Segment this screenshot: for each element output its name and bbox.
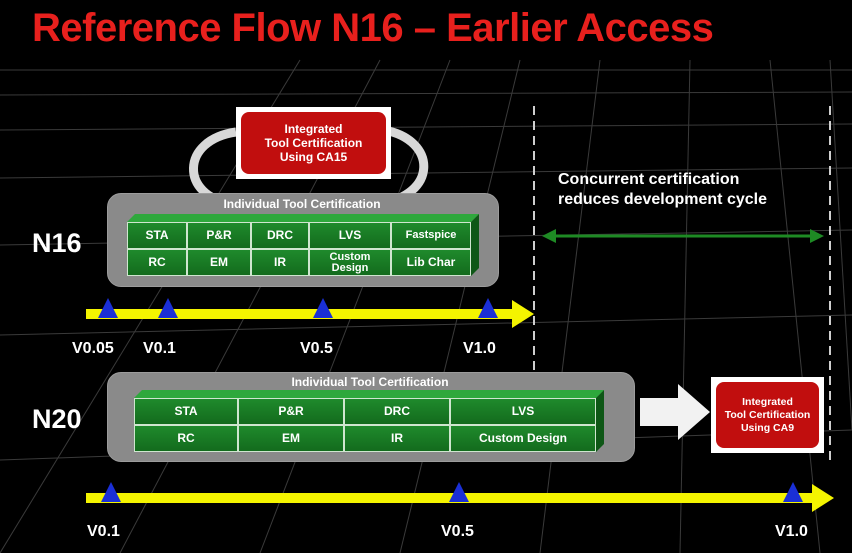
- n20-marker-v05: [449, 482, 469, 502]
- n20-tool-ir: IR: [344, 425, 450, 452]
- n20-label: N20: [32, 404, 82, 434]
- n16-marker-v05: [313, 298, 333, 318]
- n20-tool-drc: DRC: [344, 398, 450, 425]
- n16-marker-v005: [98, 298, 118, 318]
- n20-tool-custom-design: Custom Design: [450, 425, 596, 452]
- n20-tool-pr: P&R: [238, 398, 344, 425]
- n20-integrated-card: Integrated Tool Certification Using CA9: [711, 377, 824, 453]
- n16-tool-rc: RC: [127, 249, 187, 276]
- n16-tool-drc: DRC: [251, 222, 309, 249]
- n16-timeline: [86, 298, 534, 328]
- n16-integrated-line-3: Using CA15: [279, 150, 348, 164]
- n16-marker-v01: [158, 298, 178, 318]
- n16-version-v01: V0.1: [143, 340, 176, 357]
- n16-tool-sta: STA: [127, 222, 187, 249]
- n16-integrated-box: Integrated Tool Certification Using CA15: [241, 112, 386, 174]
- concurrent-note: Concurrent certification reduces develop…: [558, 170, 767, 210]
- n16-integrated-line-1: Integrated: [284, 122, 343, 136]
- n16-panel-caption: Individual Tool Certification: [223, 197, 381, 211]
- n16-integrated-line-2: Tool Certification: [264, 136, 363, 150]
- n20-grid-depth: [134, 390, 604, 452]
- n16-tool-lib-char: Lib Char: [391, 249, 471, 276]
- note-line-1: Concurrent certification: [558, 171, 740, 188]
- n20-flow-arrow-icon: [640, 384, 710, 440]
- n16-tool-grid: STA P&R DRC LVS Fastspice RC EM IR Custo…: [127, 222, 471, 276]
- n16-marker-v10: [478, 298, 498, 318]
- n16-tool-custom-design: Custom Design: [309, 249, 391, 276]
- n16-tool-pr: P&R: [187, 222, 251, 249]
- n20-marker-v01: [101, 482, 121, 502]
- n20-integrated-box: Integrated Tool Certification Using CA9: [716, 382, 819, 448]
- n20-integrated-line-3: Using CA9: [740, 421, 795, 434]
- n20-timeline: [86, 482, 834, 512]
- n16-tool-lvs: LVS: [309, 222, 391, 249]
- n16-label: N16: [32, 228, 82, 258]
- n16-tool-em: EM: [187, 249, 251, 276]
- n20-version-v10: V1.0: [775, 523, 808, 540]
- note-line-2: reduces development cycle: [558, 191, 767, 208]
- slide-title: Reference Flow N16 – Earlier Access: [32, 6, 714, 50]
- n16-version-v05: V0.5: [300, 340, 333, 357]
- n16-timeline-arrowhead: [512, 300, 534, 328]
- n20-version-v01: V0.1: [87, 523, 120, 540]
- span-arrow: [542, 229, 824, 243]
- n16-version-v005: V0.05: [72, 340, 114, 357]
- n20-version-v05: V0.5: [441, 523, 474, 540]
- n20-panel-caption: Individual Tool Certification: [291, 375, 449, 389]
- n16-tool-fastspice: Fastspice: [391, 222, 471, 249]
- n20-tool-sta: STA: [134, 398, 238, 425]
- n20-tool-grid: STA P&R DRC LVS RC EM IR Custom Design: [134, 398, 596, 452]
- n20-integrated-line-1: Integrated: [742, 395, 793, 408]
- n20-tool-rc: RC: [134, 425, 238, 452]
- n16-integrated-card: Integrated Tool Certification Using CA15: [236, 107, 391, 179]
- n20-tool-lvs: LVS: [450, 398, 596, 425]
- n20-timeline-arrowhead: [812, 484, 834, 512]
- n16-timeline-bar: [86, 309, 516, 319]
- n16-tool-ir: IR: [251, 249, 309, 276]
- n20-tool-em: EM: [238, 425, 344, 452]
- n20-marker-v10: [783, 482, 803, 502]
- n16-version-v10: V1.0: [463, 340, 496, 357]
- n20-integrated-line-2: Tool Certification: [724, 408, 811, 421]
- n16-grid-depth: [127, 214, 479, 276]
